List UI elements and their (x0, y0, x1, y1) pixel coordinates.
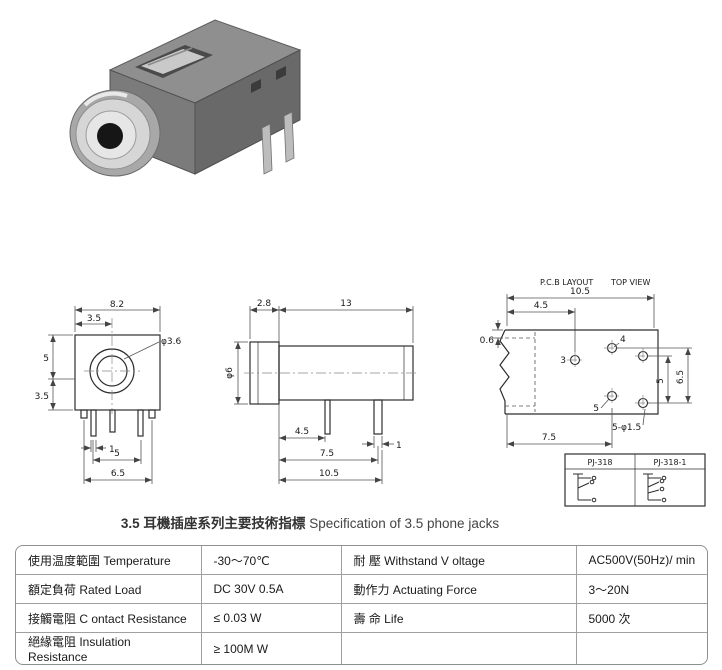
caption-zh: 3.5 耳機插座系列主要技術指標 (120, 516, 306, 531)
pcb-layout-drawing: P.C.B LAYOUT TOP VIEW 10.5 4.5 0.6 (480, 278, 692, 448)
spec-value: DC 30V 0.5A (200, 574, 342, 604)
spec-param: 使用温度範圍 Temperature (16, 546, 202, 575)
technical-drawings: 8.2 3.5 φ3.6 5 3.5 (35, 278, 706, 507)
side-pin2-offset-dim: 7.5 (320, 449, 334, 459)
pcb-row-pitch-dim: 5 (656, 378, 666, 384)
spec-value: ≥ 100M W (200, 632, 342, 664)
pcb-layout-subtitle: TOP VIEW (610, 278, 650, 287)
spec-param: 動作力 Actuating Force (340, 574, 577, 604)
variant-symbol-table: PJ-318 PJ-318-1 (564, 453, 706, 507)
pcb-pin3-label: 3 (560, 356, 566, 366)
side-diameter-dim: φ6 (225, 367, 235, 379)
side-pin1-offset-dim: 4.5 (295, 427, 309, 437)
spec-value: ≤ 0.03 W (200, 603, 342, 633)
table-row: 接觸電阻 C ontact Resistance ≤ 0.03 W 壽 命 Li… (16, 603, 707, 633)
spec-value: AC500V(50Hz)/ min (575, 546, 707, 575)
spec-table: 使用温度範圍 Temperature -30～70℃ 耐 壓 Withstand… (15, 545, 708, 665)
pcb-total-width-dim: 10.5 (570, 287, 590, 297)
spec-value: -30～70℃ (200, 546, 342, 575)
pcb-edge-gap-dim: 0.6 (480, 336, 495, 346)
pcb-holes (567, 340, 651, 411)
front-upper-height-dim: 5 (43, 354, 49, 364)
side-total-length-dim: 10.5 (319, 469, 339, 479)
spec-param: 耐 壓 Withstand V oltage (340, 546, 577, 575)
spec-param: 額定負荷 Rated Load (16, 574, 202, 604)
table-row: 絕緣電阻 Insulation Resistance ≥ 100M W (16, 632, 707, 664)
caption: 3.5 耳機插座系列主要技術指標 Specification of 3.5 ph… (0, 512, 620, 532)
caption-en: Specification of 3.5 phone jacks (309, 516, 500, 531)
spec-param: 絕緣電阻 Insulation Resistance (16, 632, 202, 664)
spec-value: 3～20N (575, 574, 707, 604)
front-pin-width-dim: 1 (109, 445, 115, 455)
side-pin-width-dim: 1 (396, 441, 402, 451)
pj-318-1-schematic (643, 473, 667, 503)
pcb-pin4-label: 4 (620, 335, 626, 345)
spec-param (340, 632, 577, 664)
front-width-dim: 8.2 (110, 300, 124, 310)
spec-value (575, 632, 707, 664)
pcb-pattern-height-dim: 6.5 (676, 370, 686, 384)
front-total-width-dim: 6.5 (111, 469, 125, 479)
pcb-hole-bottom-offset-dim: 7.5 (542, 433, 556, 443)
side-body-length-dim: 13 (340, 299, 351, 309)
variant-model-b: PJ-318-1 (653, 458, 686, 467)
product-photo (55, 8, 325, 193)
pcb-layout-title: P.C.B LAYOUT (540, 278, 593, 287)
front-offset-dim: 3.5 (87, 314, 101, 324)
table-row: 額定負荷 Rated Load DC 30V 0.5A 動作力 Actuatin… (16, 574, 707, 604)
side-flange-dim: 2.8 (257, 299, 272, 309)
jack-pins (261, 111, 295, 175)
front-hole-dim: φ3.6 (161, 337, 182, 347)
front-pin-span-dim: 5 (114, 449, 120, 459)
pcb-pin5-label: 5 (593, 404, 599, 414)
spec-value: 5000 次 (575, 603, 707, 633)
spec-param: 接觸電阻 C ontact Resistance (16, 603, 202, 633)
product-photo-illustration (69, 19, 302, 177)
side-view-drawing: 2.8 13 φ6 4.5 1 7.5 (225, 299, 419, 484)
pcb-hole-top-offset-dim: 4.5 (534, 301, 548, 311)
variant-model-a: PJ-318 (587, 458, 612, 467)
jack-barrel (69, 89, 161, 177)
front-view-drawing: 8.2 3.5 φ3.6 5 3.5 (35, 300, 182, 484)
pj-318-schematic (573, 473, 597, 503)
front-lower-height-dim: 3.5 (35, 392, 49, 402)
table-row: 使用温度範圍 Temperature -30～70℃ 耐 壓 Withstand… (16, 546, 707, 575)
pcb-holes-note: 5-φ1.5 (612, 423, 641, 433)
spec-param: 壽 命 Life (340, 603, 577, 633)
